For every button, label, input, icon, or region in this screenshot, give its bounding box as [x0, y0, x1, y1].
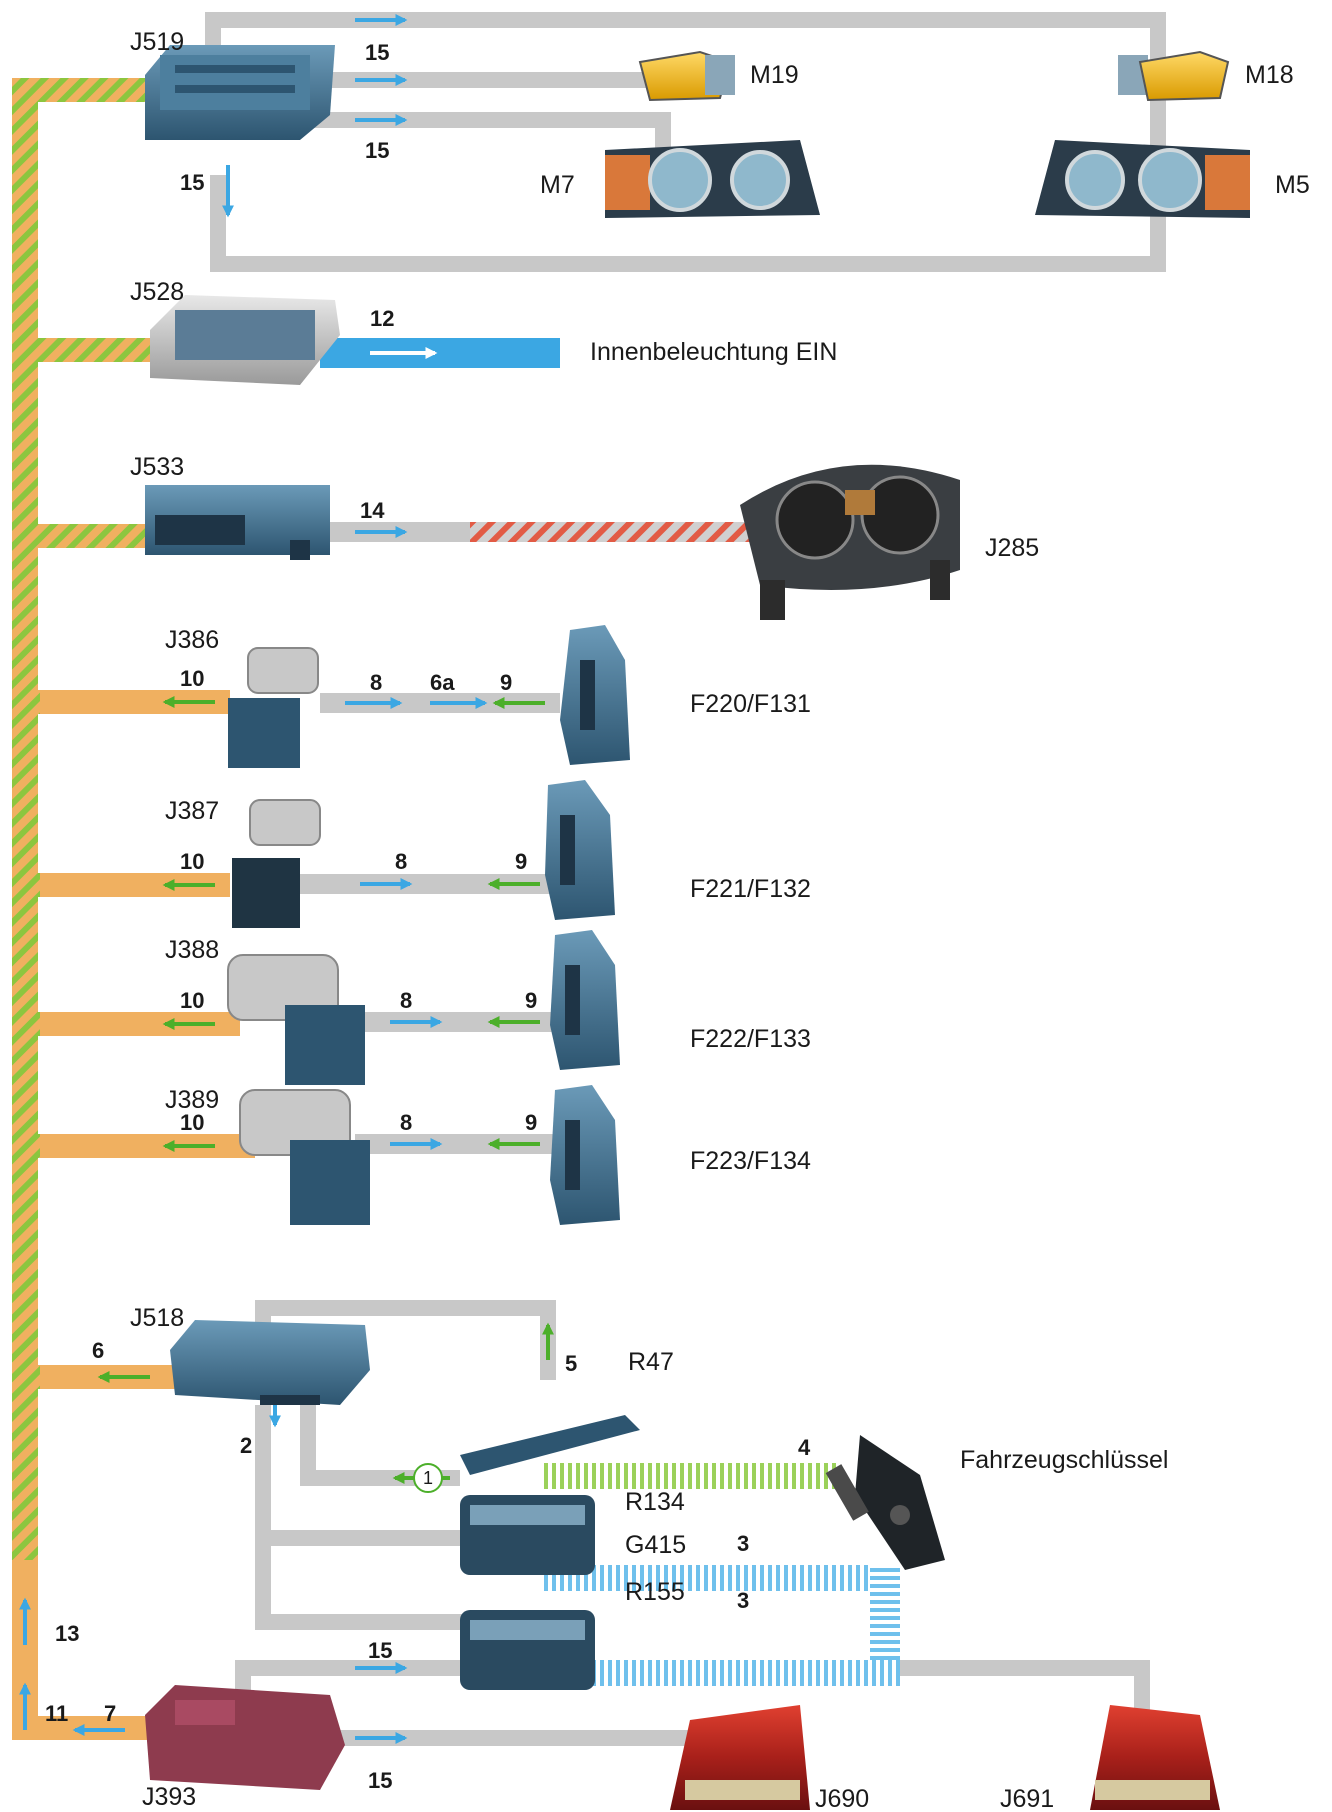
r134-label: R134: [625, 1490, 685, 1515]
step-10-a: 10: [180, 668, 204, 690]
step-11: 11: [45, 1703, 68, 1725]
m19-label: M19: [750, 63, 799, 88]
m18-lamp-image: [1118, 52, 1228, 100]
step-9-b: 9: [515, 851, 527, 873]
r47-label: R47: [628, 1350, 674, 1375]
j518-module-image: [170, 1320, 370, 1405]
j388-label: J388: [165, 938, 219, 963]
m5-headlight-image: [1035, 140, 1250, 218]
step-10-b: 10: [180, 851, 204, 873]
step-13: 13: [55, 1623, 79, 1645]
step-10-d: 10: [180, 1112, 204, 1134]
step-14: 14: [360, 500, 384, 522]
step-15-j393-bottom: 15: [368, 1770, 392, 1792]
step-4: 4: [798, 1437, 810, 1459]
j691-taillight-image: [1090, 1705, 1220, 1810]
step-15-mid: 15: [365, 140, 389, 162]
step-10-c: 10: [180, 990, 204, 1012]
m7-headlight-image: [605, 140, 820, 218]
step-8-a: 8: [370, 672, 382, 694]
step-2: 2: [240, 1435, 252, 1457]
j387-motor-image: [232, 800, 320, 928]
j388-motor-image: [228, 955, 365, 1085]
j690-taillight-image: [670, 1705, 810, 1810]
j528-module-image: [150, 295, 340, 385]
j519-module-image: [145, 45, 335, 140]
step-8-d: 8: [400, 1112, 412, 1134]
j528-label: J528: [130, 280, 184, 305]
vehicle-key-image: [826, 1435, 945, 1570]
f222-switch-image: [550, 930, 620, 1070]
f221-label: F221/F132: [690, 877, 811, 902]
g415-label: G415: [625, 1533, 686, 1558]
step-3-b: 3: [737, 1590, 749, 1612]
step-8-c: 8: [400, 990, 412, 1012]
f220-switch-image: [560, 625, 630, 765]
m7-label: M7: [540, 173, 575, 198]
j691-label: J691: [1000, 1787, 1054, 1812]
j690-label: J690: [815, 1787, 869, 1812]
j393-module-image: [145, 1685, 345, 1790]
f223-label: F223/F134: [690, 1149, 811, 1174]
m19-lamp-image: [640, 52, 735, 100]
key-signal-r47: [540, 1463, 840, 1489]
j519-label: J519: [130, 30, 184, 55]
m18-label: M18: [1245, 63, 1294, 88]
j386-label: J386: [165, 628, 219, 653]
step-7: 7: [104, 1703, 116, 1725]
step-5: 5: [565, 1353, 577, 1375]
j285-cluster-image: [740, 465, 960, 620]
f220-label: F220/F131: [690, 692, 811, 717]
f223-switch-image: [550, 1085, 620, 1225]
j285-label: J285: [985, 536, 1039, 561]
r155-antenna-image: [460, 1610, 595, 1690]
j533-label: J533: [130, 455, 184, 480]
r134-antenna-image: [460, 1495, 595, 1575]
m5-label: M5: [1275, 173, 1310, 198]
vehicle-key-label: Fahrzeugschlüssel: [960, 1448, 1168, 1473]
step-15-top: 15: [365, 42, 389, 64]
j518-label: J518: [130, 1306, 184, 1331]
r155-label: R155: [625, 1580, 685, 1605]
step-1-circle: 1: [413, 1463, 443, 1493]
j387-label: J387: [165, 799, 219, 824]
f222-label: F222/F133: [690, 1027, 811, 1052]
step-9-d: 9: [525, 1112, 537, 1134]
f221-switch-image: [545, 780, 615, 920]
j533-module-image: [145, 485, 330, 560]
step-12: 12: [370, 308, 394, 330]
interior-light-beam: [320, 338, 560, 368]
step-9-a: 9: [500, 672, 512, 694]
step-6: 6: [92, 1340, 104, 1362]
j393-label: J393: [142, 1785, 196, 1810]
step-15-j393-top: 15: [368, 1640, 392, 1662]
step-3-a: 3: [737, 1533, 749, 1555]
step-9-c: 9: [525, 990, 537, 1012]
step-6a: 6a: [430, 672, 454, 694]
step-8-b: 8: [395, 851, 407, 873]
j389-motor-image: [240, 1090, 370, 1225]
interior-light-label: Innenbeleuchtung EIN: [590, 340, 837, 365]
j386-motor-image: [228, 648, 318, 768]
step-15-left: 15: [180, 172, 204, 194]
